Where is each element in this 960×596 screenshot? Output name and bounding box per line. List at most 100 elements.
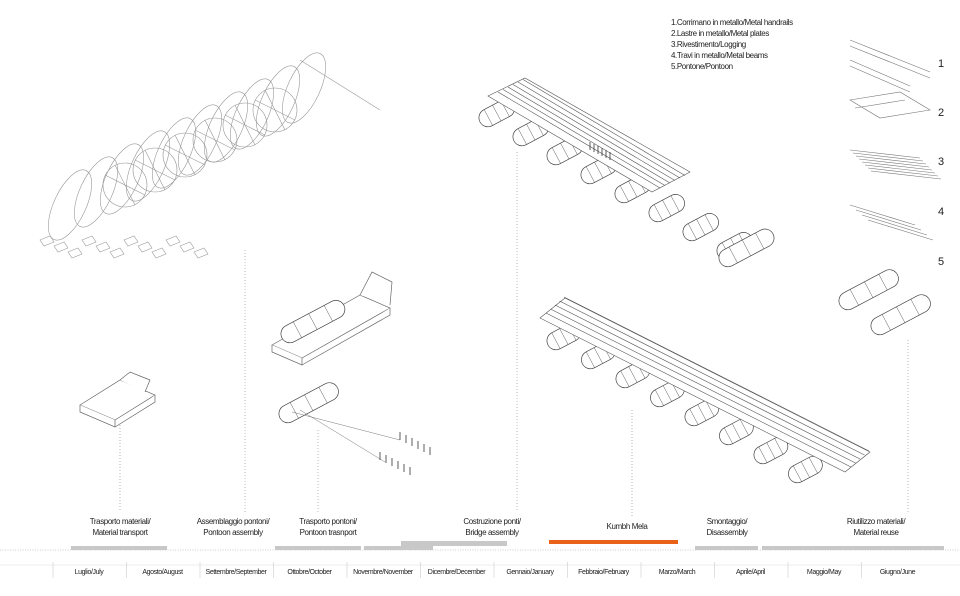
pontoon-ring: [517, 128, 527, 145]
sphere-ring: [162, 132, 208, 178]
sphere-spoke: [204, 119, 226, 161]
sphere-segment: [256, 65, 300, 137]
sphere-spoke: [174, 134, 196, 176]
material-truck-illustration: [79, 371, 156, 428]
phase-label: Riutilizzo materiali/Material reuse: [846, 517, 906, 537]
pontoon-ring: [696, 219, 706, 236]
pontoon-ring: [774, 438, 784, 455]
sphere-panel: [67, 247, 83, 259]
pontoon-ring: [318, 387, 328, 404]
sphere-spoke: [114, 164, 136, 206]
pontoon-ring: [731, 423, 741, 440]
sphere-spoke: [234, 104, 256, 146]
pontoon-ring: [483, 109, 493, 126]
logging-part: [852, 152, 924, 162]
component-illustrations: [849, 39, 942, 241]
sphere-segment: [230, 78, 274, 150]
pontoon-ring: [304, 394, 314, 411]
deck-line: [545, 312, 852, 468]
sphere-panel: [151, 247, 167, 259]
sphere-panel: [81, 235, 97, 247]
sphere-segment: [100, 143, 144, 215]
component-number: 2: [938, 107, 945, 119]
pontoon-ring: [655, 389, 664, 406]
bridge-decks: [291, 77, 871, 473]
deck-line: [550, 308, 856, 464]
leader-lines: [119, 152, 909, 516]
pontoon: [719, 417, 754, 446]
pontoon: [278, 382, 339, 424]
pontoon-truck-illustration: [271, 271, 393, 366]
sphere-spoke: [144, 149, 166, 191]
logging-part: [864, 164, 936, 174]
pontoon-ring: [586, 351, 595, 368]
pontoon-ring: [704, 214, 714, 231]
month-label: Maggio/May: [806, 569, 842, 576]
pontoon-ring: [620, 370, 630, 387]
pontoon-ring: [551, 332, 561, 349]
sphere-panel: [53, 241, 69, 253]
pontoon-ring: [849, 289, 859, 306]
pontoon-ring: [742, 239, 751, 256]
metal-plates-part: [849, 91, 931, 119]
pontoon-ring: [289, 402, 299, 419]
sphere-segment: [48, 169, 92, 241]
pontoon-ring: [662, 385, 672, 402]
month-label: Gennaio/January: [506, 569, 554, 576]
pontoon-ring: [728, 246, 738, 263]
logging-part: [849, 149, 921, 159]
month-label: Giugno/June: [879, 569, 916, 576]
pontoon: [648, 194, 685, 223]
pontoon-ring: [808, 457, 818, 474]
sphere-ring: [192, 117, 238, 163]
pontoon: [788, 455, 823, 484]
metal-beam-part: [867, 219, 934, 241]
pontoon: [684, 398, 720, 427]
pontoon-ring: [800, 461, 810, 478]
workers-illustration: [379, 142, 611, 475]
sphere-panel: [137, 241, 153, 253]
sphere-segment: [152, 117, 196, 189]
pontoon-ring: [896, 306, 906, 323]
pontoon-ring: [687, 223, 697, 240]
pontoon-ring: [670, 195, 680, 212]
exploded-pontoon-illustration: [39, 52, 381, 259]
pontoons: [278, 99, 931, 484]
sphere-ring: [132, 147, 178, 193]
pontoon-ring: [619, 185, 629, 202]
deck-line: [497, 91, 661, 189]
phase-label: Smontaggio/Disassembly: [706, 517, 748, 537]
logging-part: [870, 170, 942, 180]
phase-label: Trasporto pontoni/Pontoon trasnport: [299, 517, 357, 537]
deck-line: [502, 89, 666, 186]
legend-item: 4.Travi in metallo/Metal beams: [671, 51, 768, 60]
legend-item: 2.Lastre in metallo/Metal plates: [671, 29, 769, 38]
pontoon-ring: [308, 313, 318, 330]
bottom-bridge-deck: [539, 297, 871, 473]
pontoon-ring: [559, 328, 569, 345]
component-number: 5: [938, 256, 945, 268]
phase-label: Kumbh Mela: [606, 522, 648, 531]
sphere-segment: [126, 130, 170, 202]
pontoon-ring: [628, 181, 638, 198]
deck-line: [559, 300, 865, 456]
metal-beam-part: [855, 209, 922, 231]
pontoon-ring: [766, 442, 776, 459]
metal-beam-part: [849, 204, 916, 226]
component-number: 3: [938, 156, 945, 168]
sphere-ring: [252, 87, 298, 133]
pontoon: [838, 269, 899, 311]
pontoon-ring: [705, 400, 715, 417]
month-label: Ottobre/October: [287, 569, 332, 576]
pontoon-ring: [628, 366, 638, 383]
kumbh-mela-bar: [549, 540, 678, 544]
sphere-panel: [123, 235, 139, 247]
pontoon-ring: [551, 147, 561, 164]
deck-line: [517, 81, 681, 179]
sphere-segment: [204, 91, 248, 163]
deck-line: [522, 79, 686, 176]
pontoon-ring: [585, 166, 595, 183]
pontoon-ring: [662, 200, 672, 217]
sphere-segment: [74, 156, 118, 228]
deck-line: [507, 86, 671, 184]
